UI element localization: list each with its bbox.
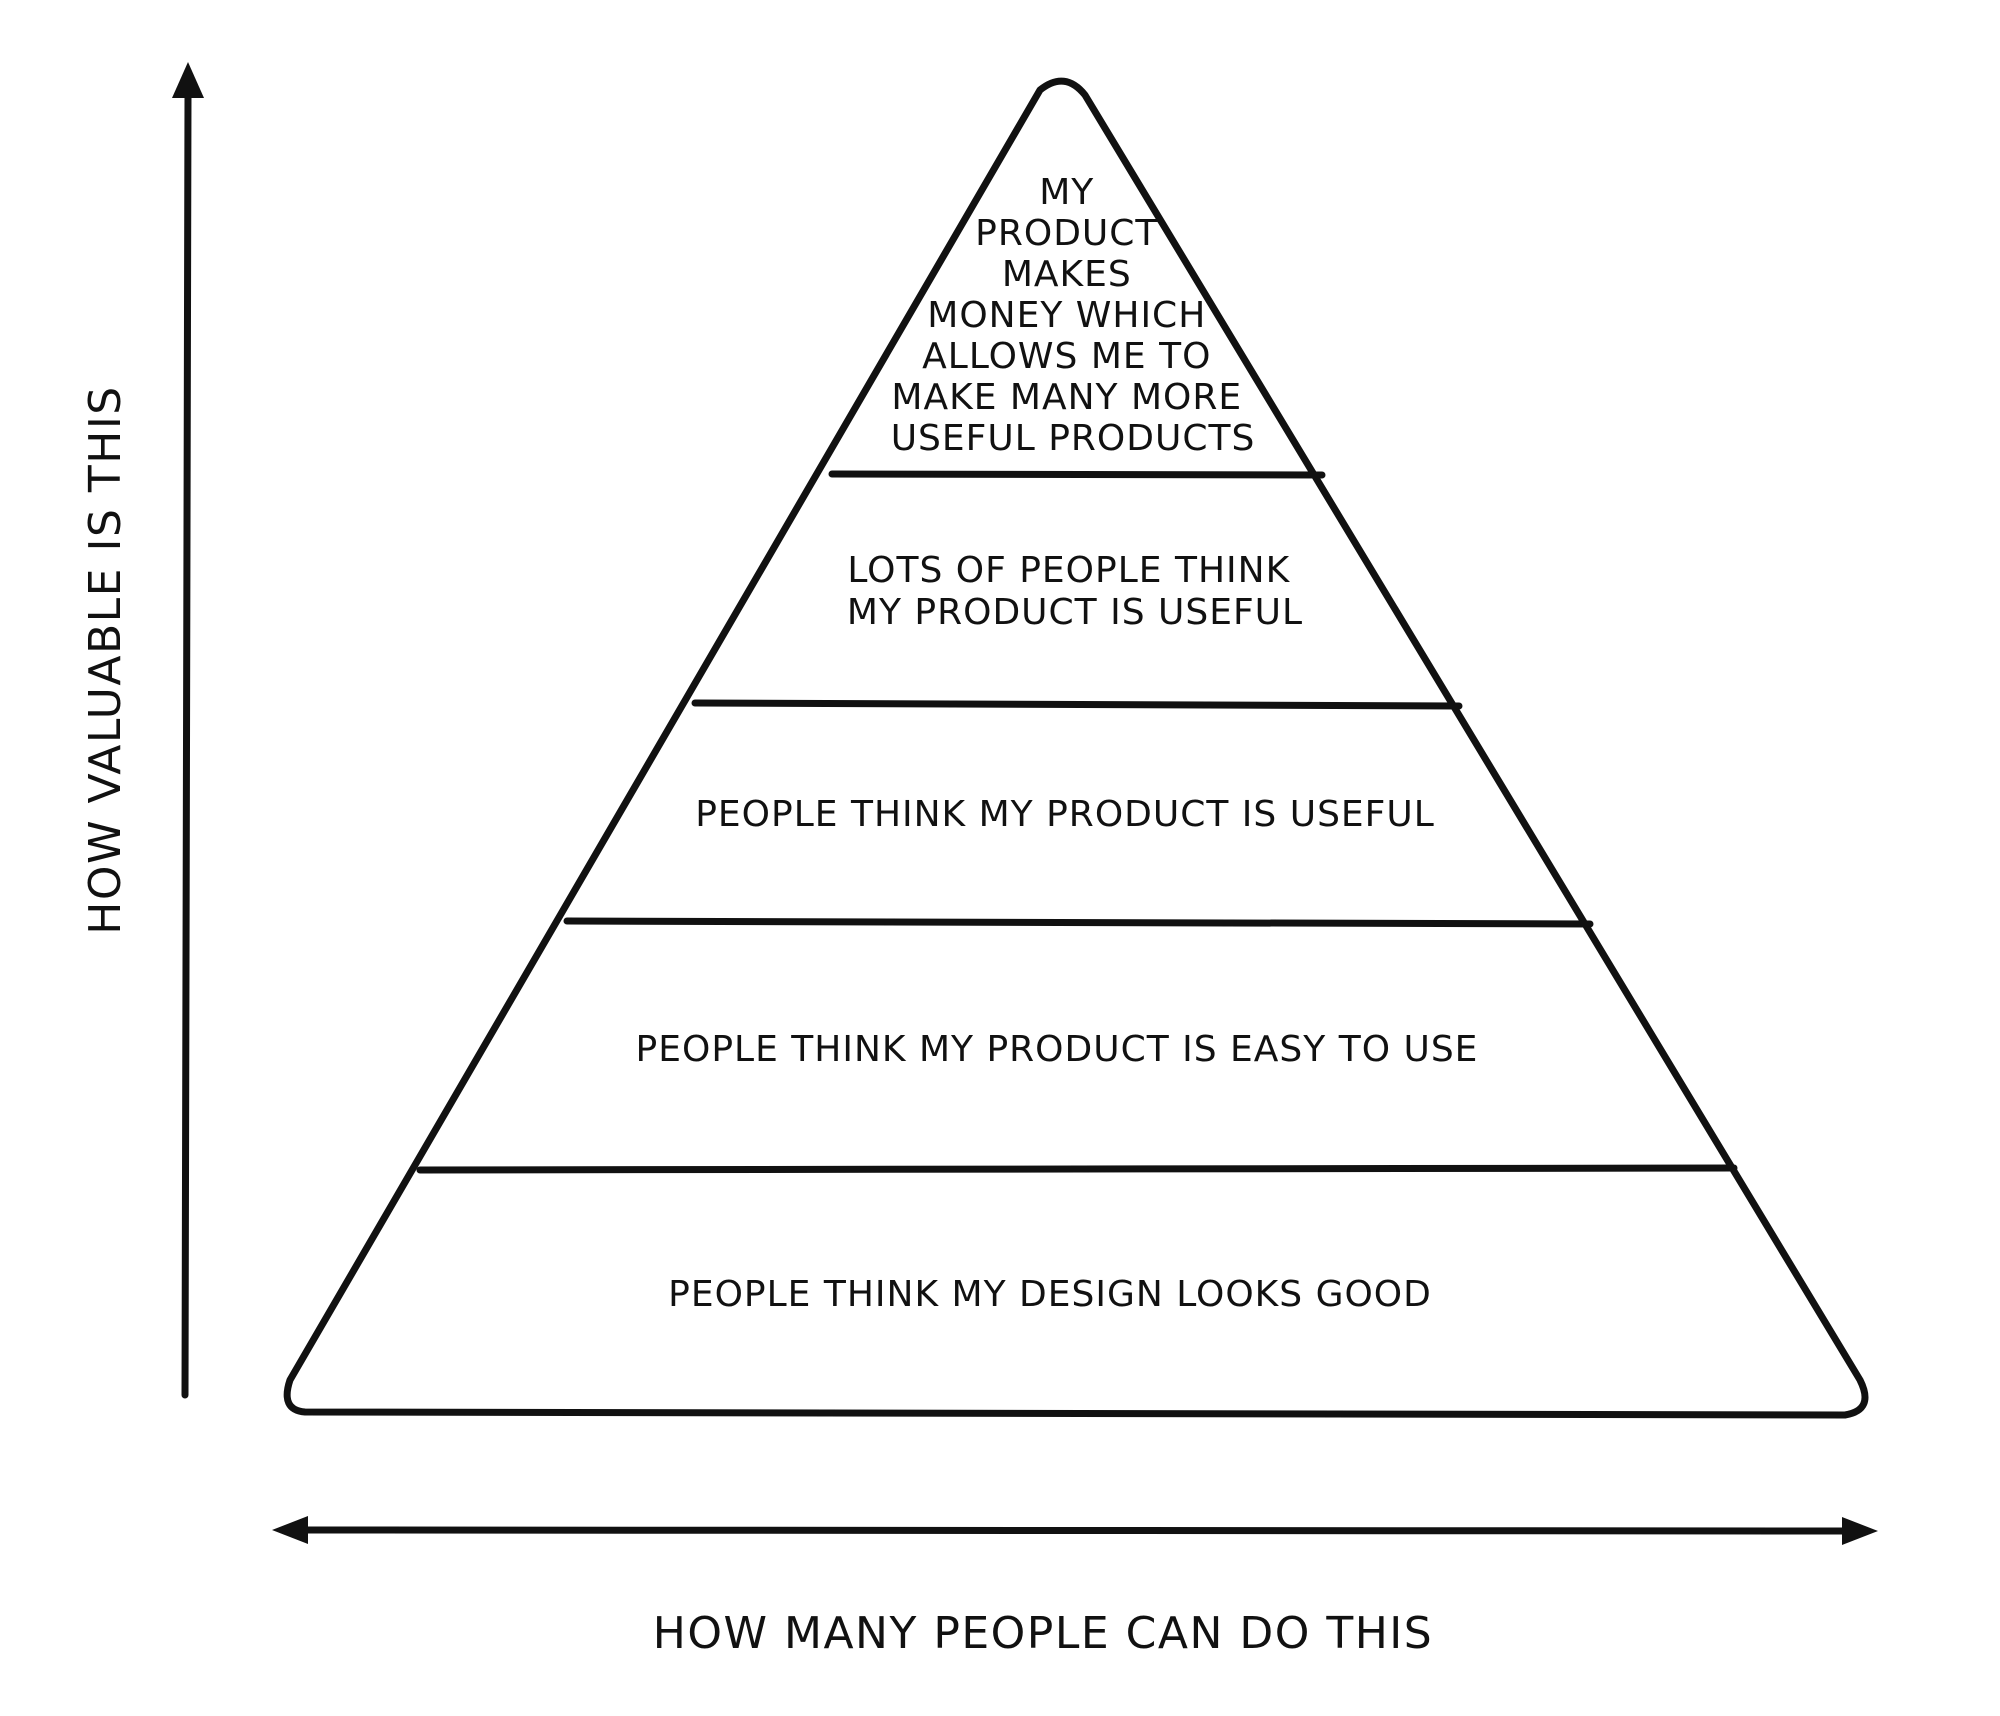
tier-3-label: PEOPLE THINK MY PRODUCT IS USEFUL xyxy=(695,794,1435,835)
tier-top-line: ALLOWS ME TO xyxy=(922,336,1211,377)
tier-top-line: MAKE MANY MORE xyxy=(891,377,1242,418)
tier-2-label: LOTS OF PEOPLE THINK MY PRODUCT IS USEFU… xyxy=(847,550,1303,633)
tier-top-line: MY xyxy=(1039,172,1094,213)
tier-2-line: LOTS OF PEOPLE THINK xyxy=(847,550,1290,591)
pyramid-outline xyxy=(283,77,1869,1419)
tier-divider-4 xyxy=(416,1164,1738,1174)
tier-4-line: PEOPLE THINK MY PRODUCT IS EASY TO USE xyxy=(636,1029,1479,1070)
tier-2-line: MY PRODUCT IS USEFUL xyxy=(847,592,1303,633)
x-axis-line xyxy=(296,1526,1854,1535)
tier-top-line: PRODUCT xyxy=(975,213,1158,254)
x-axis-label: HOW MANY PEOPLE CAN DO THIS xyxy=(653,1608,1433,1659)
tier-4-label: PEOPLE THINK MY PRODUCT IS EASY TO USE xyxy=(636,1029,1479,1070)
y-axis-arrowhead xyxy=(172,62,204,98)
tier-top-line: MONEY WHICH xyxy=(927,295,1206,336)
tier-top-line: USEFUL PRODUCTS xyxy=(891,418,1256,459)
y-axis-line xyxy=(181,91,192,1399)
tier-divider-2 xyxy=(691,699,1463,710)
tier-divider-1 xyxy=(828,470,1326,479)
x-axis-right-arrowhead xyxy=(1842,1517,1878,1545)
tier-bottom-line: PEOPLE THINK MY DESIGN LOOKS GOOD xyxy=(668,1274,1432,1315)
tier-divider-3 xyxy=(563,917,1594,928)
tier-top-line: MAKES xyxy=(1002,254,1132,295)
tier-bottom-label: PEOPLE THINK MY DESIGN LOOKS GOOD xyxy=(668,1274,1432,1315)
y-axis-label: HOW VALUABLE IS THIS xyxy=(80,385,131,934)
tier-top-label: MY PRODUCT MAKES MONEY WHICH ALLOWS ME T… xyxy=(891,172,1256,459)
x-axis-left-arrowhead xyxy=(272,1516,308,1544)
tier-3-line: PEOPLE THINK MY PRODUCT IS USEFUL xyxy=(695,794,1435,835)
